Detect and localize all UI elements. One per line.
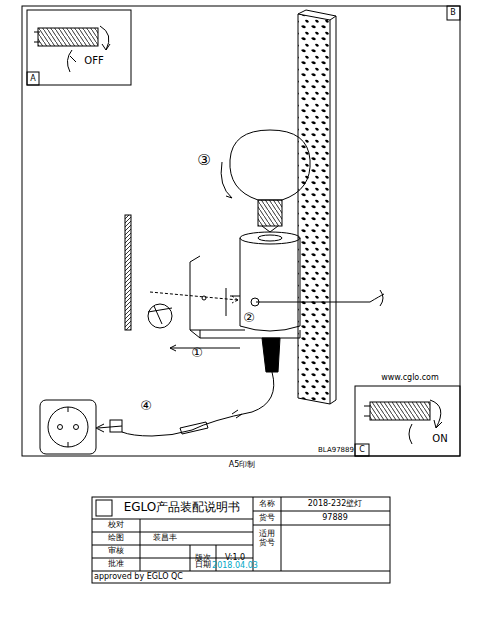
label: C bbox=[359, 446, 365, 455]
label: BLA97889 bbox=[318, 447, 354, 455]
table-cell: 适用 货号 bbox=[256, 530, 278, 548]
table-cell: 97889 bbox=[322, 514, 347, 523]
table-cell: 货号 bbox=[259, 514, 275, 523]
table-cell: 校对 bbox=[108, 521, 124, 530]
callout-number: ④ bbox=[140, 399, 152, 413]
label: OFF bbox=[84, 55, 103, 66]
table-cell: 2018-232壁灯 bbox=[308, 500, 363, 509]
table-cell: 绘图 bbox=[108, 534, 124, 543]
table-cell: 批准 bbox=[108, 560, 124, 569]
table-cell: EGLO产品装配说明书 bbox=[124, 501, 241, 514]
label: ON bbox=[432, 433, 447, 444]
label: A bbox=[30, 75, 35, 84]
label: B bbox=[450, 9, 456, 18]
callout-number: ① bbox=[191, 346, 203, 360]
table-cell: 装昌丰 bbox=[153, 534, 177, 543]
label: A5印制 bbox=[229, 461, 256, 470]
table-cell: 审核 bbox=[108, 547, 124, 556]
table-cell: 名称 bbox=[259, 500, 275, 509]
label: www.cglo.com bbox=[381, 374, 439, 383]
callout-number: ② bbox=[243, 311, 255, 325]
table-cell: 2018.04.03 bbox=[212, 562, 258, 571]
table-cell: 日期 bbox=[195, 561, 211, 570]
callout-number: ③ bbox=[197, 152, 210, 169]
table-cell: approved by EGLO QC bbox=[94, 573, 183, 582]
